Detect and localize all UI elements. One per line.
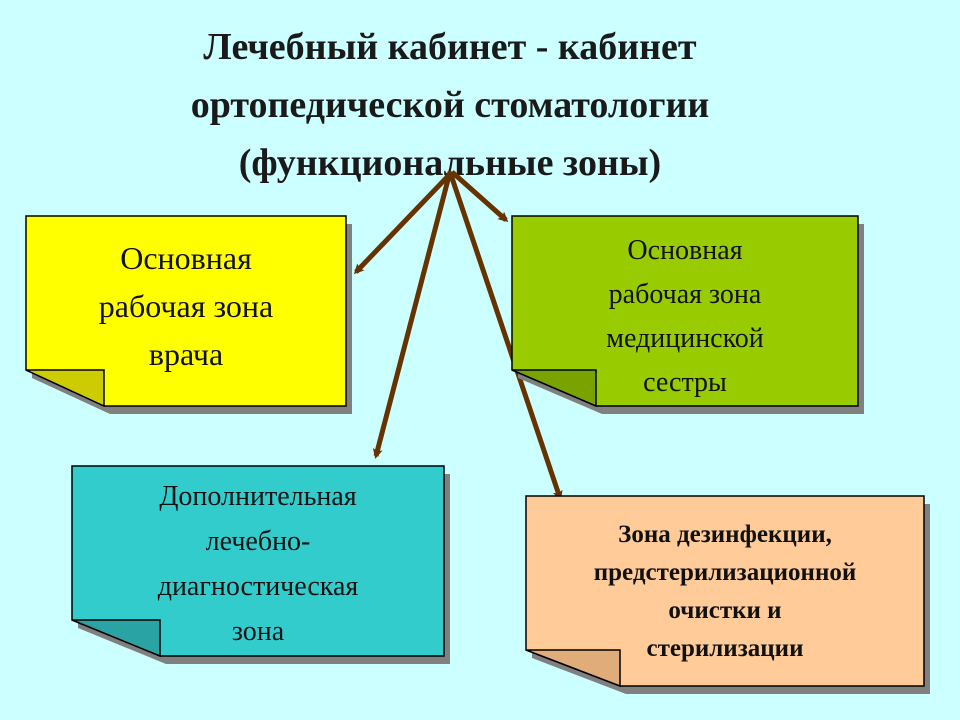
zone-card-nurse: Основная рабочая зона медицинской сестры: [511, 215, 864, 414]
zone-diagnostic-line-1: Дополнительная: [159, 481, 357, 512]
card-fold: [511, 369, 597, 408]
zone-card-disinfection: Зона дезинфекции, предстерилизационной о…: [525, 495, 930, 694]
zone-diagnostic-line-4: зона: [231, 616, 285, 647]
card-shape: [25, 215, 352, 414]
zone-label-doctor: Основная рабочая зона врача: [36, 226, 336, 386]
zone-doctor-line-1: Основная: [120, 240, 252, 276]
zone-card-diagnostic: Дополнительная лечебно- диагностическая …: [71, 465, 450, 664]
title-line-1: Лечебный кабинет - кабинет: [203, 26, 697, 68]
zone-nurse-line-2: рабочая зона: [608, 279, 762, 310]
zone-nurse-line-1: Основная: [627, 235, 743, 266]
zone-diagnostic-line-2: лечебно-: [205, 526, 311, 557]
card-fold: [71, 619, 161, 658]
zone-doctor-line-3: врача: [148, 336, 224, 372]
arrow-to-doctor-zone: [353, 170, 454, 275]
zone-disinfection-line-1: Зона дезинфекции,: [618, 521, 832, 548]
zone-nurse-line-3: медицинской: [606, 323, 764, 354]
zone-label-nurse: Основная рабочая зона медицинской сестры: [522, 228, 848, 406]
card-body: [525, 495, 925, 687]
zone-disinfection-line-4: стерилизации: [646, 635, 804, 662]
card-body: [71, 465, 445, 657]
arrow-to-diagnostic-zone: [372, 171, 453, 459]
card-fold: [525, 649, 621, 688]
arrow-to-nurse-zone: [450, 170, 509, 222]
zone-card-doctor: Основная рабочая зона врача: [25, 215, 352, 414]
zone-nurse-line-4: сестры: [643, 367, 727, 398]
card-shape: [71, 465, 450, 664]
zone-label-disinfection: Зона дезинфекции, предстерилизационной о…: [534, 512, 916, 672]
card-body: [511, 215, 859, 407]
title-line-2: ортопедической стоматологии: [190, 84, 710, 126]
arrow-to-disinfection-zone: [447, 171, 563, 501]
zone-disinfection-line-2: предстерилизационной: [593, 559, 857, 586]
card-shape: [525, 495, 930, 694]
zone-diagnostic-line-3: диагностическая: [157, 571, 359, 602]
card-fold: [25, 369, 105, 408]
slide-title: Лечебный кабинет - кабинет ортопедическо…: [130, 18, 770, 192]
card-body: [25, 215, 347, 407]
card-shape: [511, 215, 864, 414]
zone-doctor-line-2: рабочая зона: [98, 288, 274, 324]
zone-label-diagnostic: Дополнительная лечебно- диагностическая …: [82, 476, 434, 652]
zone-disinfection-line-3: очистки и: [668, 597, 782, 624]
